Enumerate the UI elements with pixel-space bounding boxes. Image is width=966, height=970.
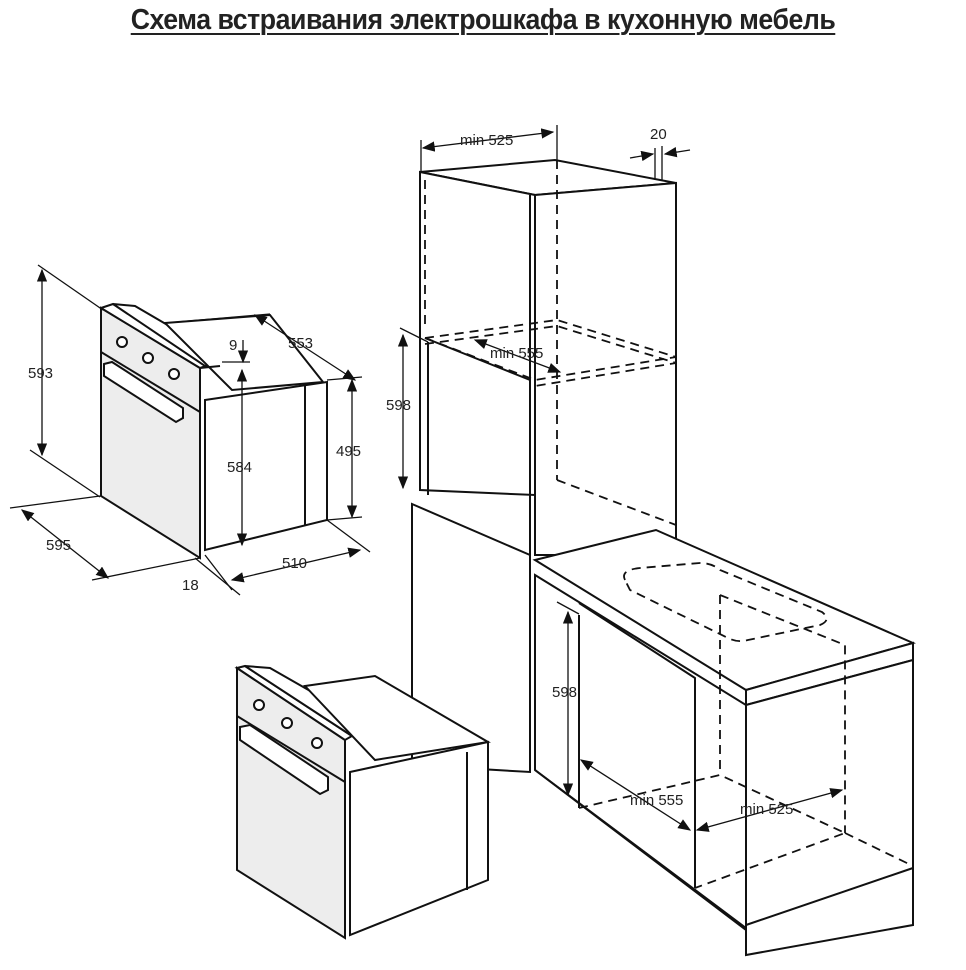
knob-icon <box>253 699 265 711</box>
dim-panel-offset: 9 <box>229 337 237 354</box>
dim-body-height: 584 <box>227 459 252 476</box>
dim-side-height: 495 <box>336 443 361 460</box>
knob-icon <box>116 336 128 348</box>
dim-width-total: 595 <box>46 537 71 554</box>
oven-handle <box>103 360 184 424</box>
column-cabinet: min 525 20 min 555 598 <box>386 125 691 770</box>
dim-depth-total: 553 <box>288 335 313 352</box>
oven-body-side <box>204 380 328 552</box>
knob-icon <box>168 368 180 380</box>
dim-column-depth: min 525 <box>460 132 513 149</box>
knob-icon <box>281 717 293 729</box>
dim-base-niche-width: min 555 <box>630 792 683 809</box>
dim-wall-gap: 20 <box>650 126 667 143</box>
base-cabinet: 598 min 555 min 525 <box>411 502 916 957</box>
dim-height-total: 593 <box>28 365 53 382</box>
dim-base-niche-height: 598 <box>552 684 577 701</box>
knob-icon <box>142 352 154 364</box>
oven-inserted-drawing <box>234 664 491 940</box>
title-text: Схема встраивания электрошкафа в кухонну… <box>130 4 836 36</box>
dim-base-depth: min 525 <box>740 801 793 818</box>
dim-body-depth: 510 <box>282 555 307 572</box>
oven-dimension-drawing: 593 595 553 9 584 495 510 18 <box>9 264 371 596</box>
oven-handle <box>239 723 329 796</box>
knob-icon <box>311 737 323 749</box>
diagram-title: Схема встраивания электрошкафа в кухонну… <box>39 4 928 37</box>
dim-column-niche-width: min 555 <box>490 345 543 362</box>
dim-column-niche-height: 598 <box>386 397 411 414</box>
dim-front-thickness: 18 <box>182 577 199 594</box>
